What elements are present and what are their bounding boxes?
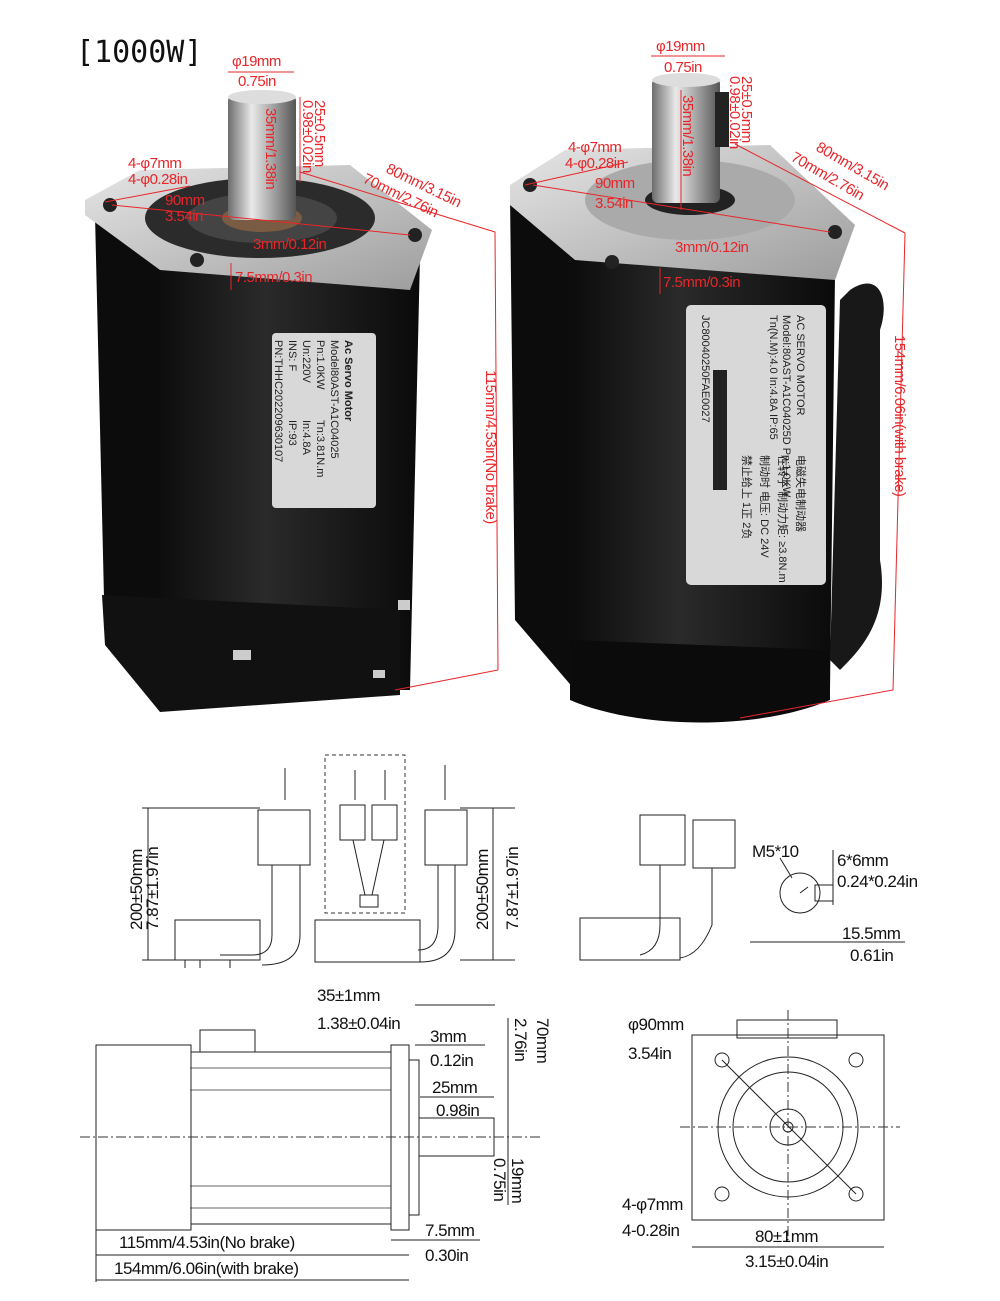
dim-text: 7.5mm [425, 1221, 475, 1240]
dim-text: 0.98in [436, 1101, 479, 1120]
dim-text: 7.87±1.97in [143, 847, 162, 930]
front-view-drawing: φ90mm 3.54in 4-φ7mm 4-0.28in 80±1mm 3.15… [622, 1010, 900, 1271]
nameplate-line: 制动时 电压: DC 24V [758, 455, 771, 558]
dim-text: φ19mm [232, 53, 281, 70]
dim-text: 25±0.5mm [311, 100, 328, 167]
dim-text: 4-φ7mm [622, 1195, 683, 1214]
dim-text: 0.24*0.24in [837, 872, 918, 891]
dim-text: 7.5mm/0.3in [235, 269, 312, 286]
nameplate-line: Pn:1.0KW [314, 340, 326, 390]
nameplate-heading: AC SERVO MOTOR [794, 315, 806, 416]
dim-text: 25±0.5mm [738, 76, 755, 143]
nameplate-line: Tn(N.M):4.0 In:4.8A IP:65 [767, 315, 779, 440]
dim-text: 80±1mm [755, 1227, 818, 1246]
dim-text: 0.98±0.02in [299, 100, 316, 173]
dim-text: 19mm [508, 1158, 527, 1204]
dim-text: 4-φ7mm [568, 139, 621, 156]
dim-text: 115mm/4.53in(No brake) [119, 1233, 295, 1252]
nameplate-line: Model:80AST-A1C04025D Pn:1.0KW [780, 315, 792, 498]
dim-text: 0.30in [425, 1246, 468, 1265]
dim-text: 70mm [533, 1018, 552, 1064]
nameplate-line: PN:THHC202209630107 [272, 340, 284, 462]
dim-text: 115mm/4.53in(No brake) [482, 370, 499, 524]
dim-text: 2.76in [511, 1018, 530, 1061]
dim-text: 3.15±0.04in [745, 1252, 828, 1271]
nameplate-line: 电磁失电制动器 [794, 455, 807, 532]
dim-text: 0.75in [490, 1158, 509, 1201]
nameplate-heading: Ac Servo Motor [342, 340, 354, 422]
cable-drawing: 200±50mm 7.87±1.97in 200±50mm 7.87±1.97i… [127, 754, 522, 968]
dim-text: 3mm [430, 1027, 467, 1046]
dim-text: 35mm/1.38in [679, 95, 696, 176]
title: [1000W] [76, 35, 202, 70]
dim-text: 4-φ0.28in [565, 155, 625, 172]
nameplate-line: In:4.8A [300, 420, 312, 456]
nameplate-line: Tn:3.81N.m [314, 420, 326, 477]
nameplate-line: 禁止给上 1正 2负 [740, 455, 754, 539]
dim-text: 154mm/6.06in(with brake) [114, 1259, 299, 1278]
dim-text: 0.61in [850, 946, 893, 965]
dim-text: M5*10 [752, 842, 799, 861]
dim-text: φ90mm [628, 1015, 684, 1034]
brake-cable-drawing: M5*10 6*6mm 0.24*0.24in 15.5mm 0.61in [579, 814, 918, 965]
dim-text: 200±50mm [473, 849, 492, 930]
nameplate-line: 在转子 制动力矩: ≥3.8N.m [776, 455, 790, 583]
nameplate-line: Model80AST-A1C04025 [328, 340, 340, 459]
motor-photo-no-brake: Ac Servo Motor Model80AST-A1C04025 Pn:1.… [85, 90, 432, 712]
dim-text: 35mm/1.38in [262, 108, 279, 189]
dim-text: 0.98±0.02in [726, 76, 743, 149]
nameplate-line: JC80040250FAE0027 [699, 315, 711, 423]
dim-text: φ19mm [656, 38, 705, 55]
dim-text: 15.5mm [842, 924, 901, 943]
side-view-drawing: 35±1mm 1.38±0.04in 3mm 0.12in 25mm 0.98i… [80, 986, 552, 1282]
dim-text: 3mm/0.12in [675, 239, 749, 256]
dim-text: 7.5mm/0.3in [663, 274, 740, 291]
dim-text: 0.75in [664, 59, 702, 76]
dim-text: 7.87±1.97in [503, 847, 522, 930]
nameplate-line: IP:93 [286, 420, 298, 446]
dim-text: 3.54in [165, 208, 203, 225]
dim-text: 4-φ7mm [128, 155, 181, 172]
dim-text: 90mm [595, 175, 635, 192]
dim-text: 0.12in [430, 1051, 473, 1070]
dim-text: 4-0.28in [622, 1221, 679, 1240]
dim-text: 3mm/0.12in [253, 236, 327, 253]
dim-text: 154mm/6.06in(with brake) [891, 335, 908, 497]
dim-text: 90mm [165, 192, 205, 209]
nameplate-line: Un:220V [300, 340, 312, 383]
dim-text: 25mm [432, 1078, 478, 1097]
dim-text: 35±1mm [317, 986, 380, 1005]
dim-text: 1.38±0.04in [317, 1014, 400, 1033]
nameplate-line: INS: F [286, 340, 298, 371]
dim-text: 6*6mm [837, 851, 889, 870]
dim-text: 200±50mm [127, 849, 146, 930]
dim-text: 3.54in [628, 1044, 671, 1063]
dim-text: 0.75in [238, 73, 276, 90]
dim-text: 4-φ0.28in [128, 171, 188, 188]
motor-photo-with-brake: AC SERVO MOTOR Model:80AST-A1C04025D Pn:… [510, 73, 884, 723]
